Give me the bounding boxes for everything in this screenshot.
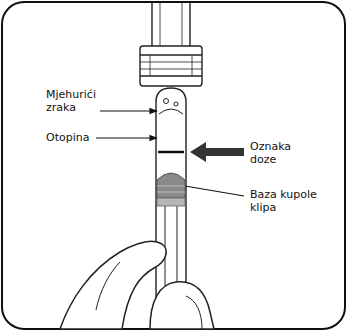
dose-mark [158, 151, 184, 154]
part-label: Baza kupole klipa [250, 188, 334, 214]
part-label: Oznaka doze [250, 140, 314, 166]
part-label: Mjehurići zraka [46, 88, 108, 114]
hand [60, 241, 214, 329]
leader-arrow [96, 137, 157, 138]
part-label: Otopina [46, 131, 106, 144]
frame [2, 2, 345, 329]
air-bubbles [159, 99, 183, 115]
needle-cap [152, 3, 190, 46]
leader-arrow [100, 110, 157, 111]
dose-arrow [190, 142, 244, 162]
plunger-dome [157, 173, 185, 206]
leader-line [185, 186, 244, 196]
needle-hub [140, 46, 202, 86]
syringe-barrel [156, 88, 186, 300]
